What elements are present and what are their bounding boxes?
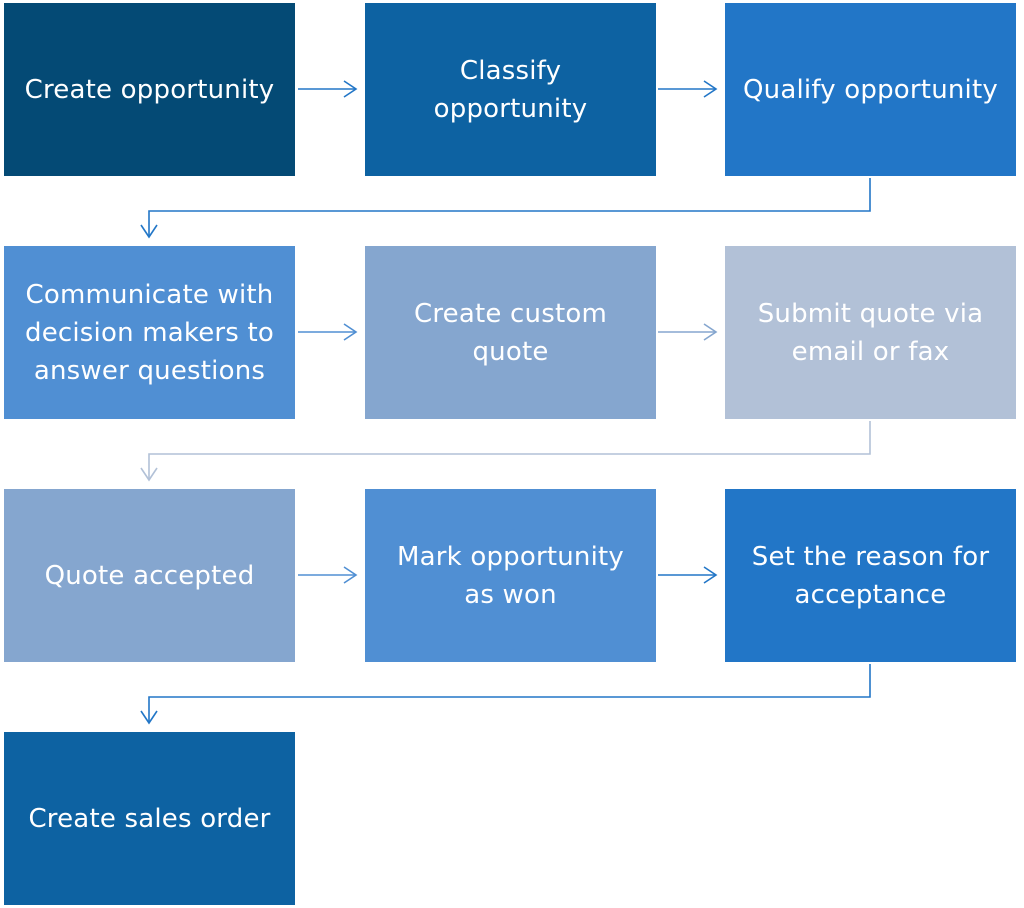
step-label: Submit quote via email or fax	[757, 298, 984, 367]
arrow-submit-to-accepted	[140, 421, 871, 482]
step-label: Mark opportunity as won	[396, 541, 625, 610]
step-label: Create sales order	[28, 803, 271, 834]
step-submit-quote: Submit quote via email or fax	[725, 246, 1016, 419]
step-mark-won: Mark opportunity as won	[365, 489, 656, 662]
arrow-mark-won-to-set-reason	[658, 566, 718, 584]
step-classify-opportunity: Classify opportunity	[365, 3, 656, 176]
arrow-create-to-classify	[298, 80, 358, 98]
step-label: Create opportunity	[24, 74, 275, 105]
arrow-classify-to-qualify	[658, 80, 718, 98]
step-label: Classify opportunity	[433, 55, 588, 124]
step-label: Qualify opportunity	[743, 74, 998, 105]
step-quote-accepted: Quote accepted	[4, 489, 295, 662]
step-label: Communicate with decision makers to answ…	[24, 279, 275, 386]
step-create-custom-quote: Create custom quote	[365, 246, 656, 419]
step-set-reason: Set the reason for acceptance	[725, 489, 1016, 662]
arrow-communicate-to-custom-quote	[298, 323, 358, 341]
arrow-set-reason-to-sales-order	[140, 664, 871, 725]
step-label: Quote accepted	[44, 560, 255, 591]
step-label: Create custom quote	[413, 298, 607, 367]
step-create-sales-order: Create sales order	[4, 732, 295, 905]
step-create-opportunity: Create opportunity	[4, 3, 295, 176]
step-qualify-opportunity: Qualify opportunity	[725, 3, 1016, 176]
arrow-qualify-to-communicate	[140, 178, 871, 239]
arrow-accepted-to-mark-won	[298, 566, 358, 584]
arrow-custom-quote-to-submit	[658, 323, 718, 341]
step-label: Set the reason for acceptance	[751, 541, 990, 610]
step-communicate: Communicate with decision makers to answ…	[4, 246, 295, 419]
